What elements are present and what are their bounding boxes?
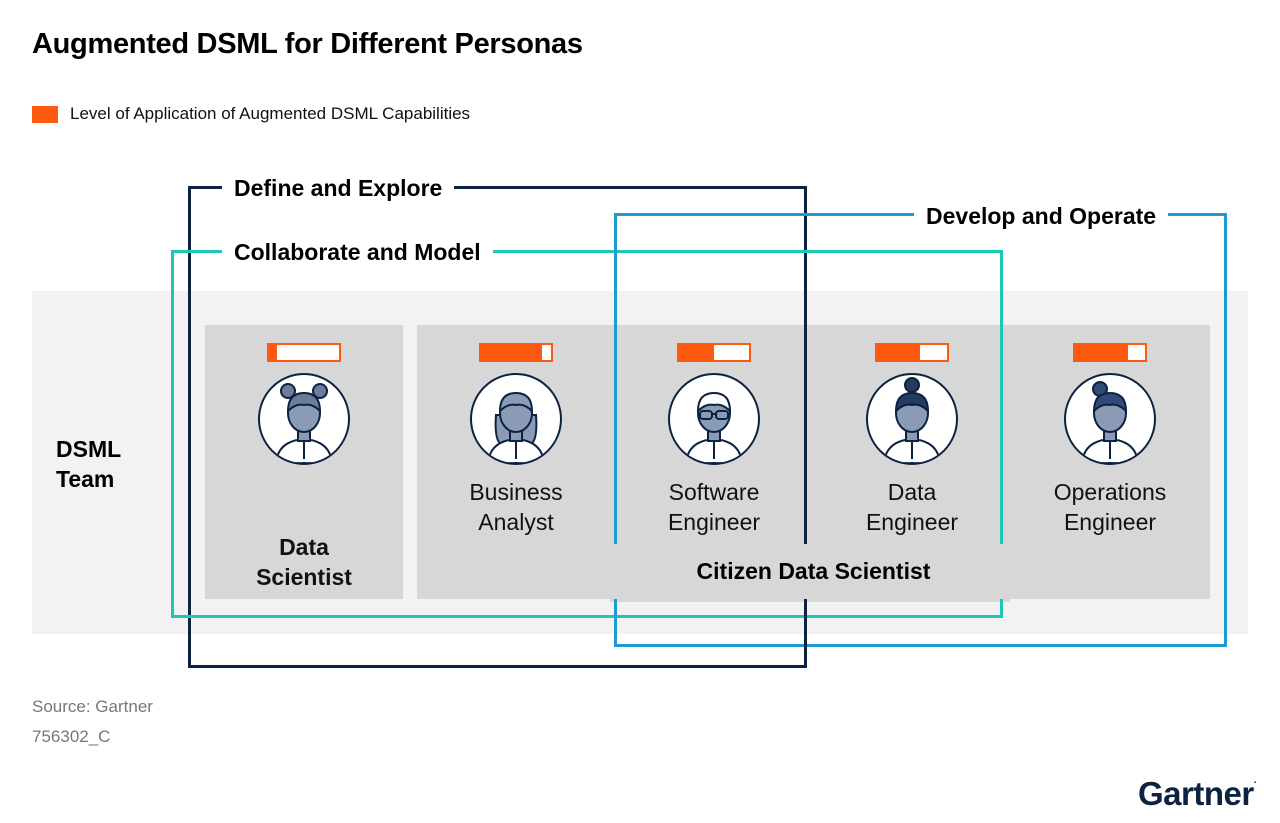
collaborate-and-model-frame	[171, 250, 1003, 618]
collab-frame-segment	[1000, 599, 1003, 618]
dsml-team-label: DSML Team	[56, 436, 122, 492]
operations-engineer-level-fill	[1075, 345, 1128, 360]
data-engineer-level-fill	[877, 345, 921, 360]
operations-engineer-label: Operations Engineer	[1053, 479, 1167, 535]
business-analyst-avatar-icon	[470, 373, 562, 465]
figure-id: 756302_C	[32, 727, 111, 746]
define-frame-segment	[804, 599, 807, 668]
develop-and-operate-title: Develop and Operate	[914, 202, 1169, 230]
legend-swatch	[32, 105, 58, 123]
business-analyst-level-fill	[481, 345, 542, 360]
data-scientist-label: Data Scientist	[256, 534, 352, 590]
business-analyst-label: Business Analyst	[469, 479, 563, 535]
define-and-explore-title: Define and Explore	[222, 174, 455, 202]
software-engineer-avatar-icon	[668, 373, 760, 465]
software-engineer-level-fill	[679, 345, 714, 360]
data-engineer-avatar-icon	[866, 373, 958, 465]
legend: Level of Application of Augmented DSML C…	[32, 104, 470, 124]
software-engineer-label: Software Engineer	[667, 479, 761, 535]
citizen-data-scientist-label: Citizen Data Scientist	[696, 558, 931, 584]
business-analyst-level-bar	[479, 343, 553, 362]
data-engineer-label: Data Engineer	[865, 479, 959, 535]
develop-frame-segment	[614, 599, 617, 647]
operations-engineer-avatar-icon	[1064, 373, 1156, 465]
collaborate-and-model-title: Collaborate and Model	[222, 238, 493, 266]
data-engineer-level-bar	[875, 343, 949, 362]
page-title: Augmented DSML for Different Personas	[32, 28, 583, 60]
software-engineer-level-bar	[677, 343, 751, 362]
legend-label: Level of Application of Augmented DSML C…	[70, 104, 471, 123]
define-and-explore-frame	[188, 186, 807, 668]
frame-mask	[610, 544, 1010, 602]
data-scientist-level-bar	[267, 343, 341, 362]
operations-engineer-level-bar	[1073, 343, 1147, 362]
data-scientist-avatar-icon	[258, 373, 350, 465]
data-scientist-level-fill	[269, 345, 278, 360]
source-note: Source: Gartner	[32, 697, 153, 716]
gartner-logo: Gartner.	[1138, 775, 1257, 812]
